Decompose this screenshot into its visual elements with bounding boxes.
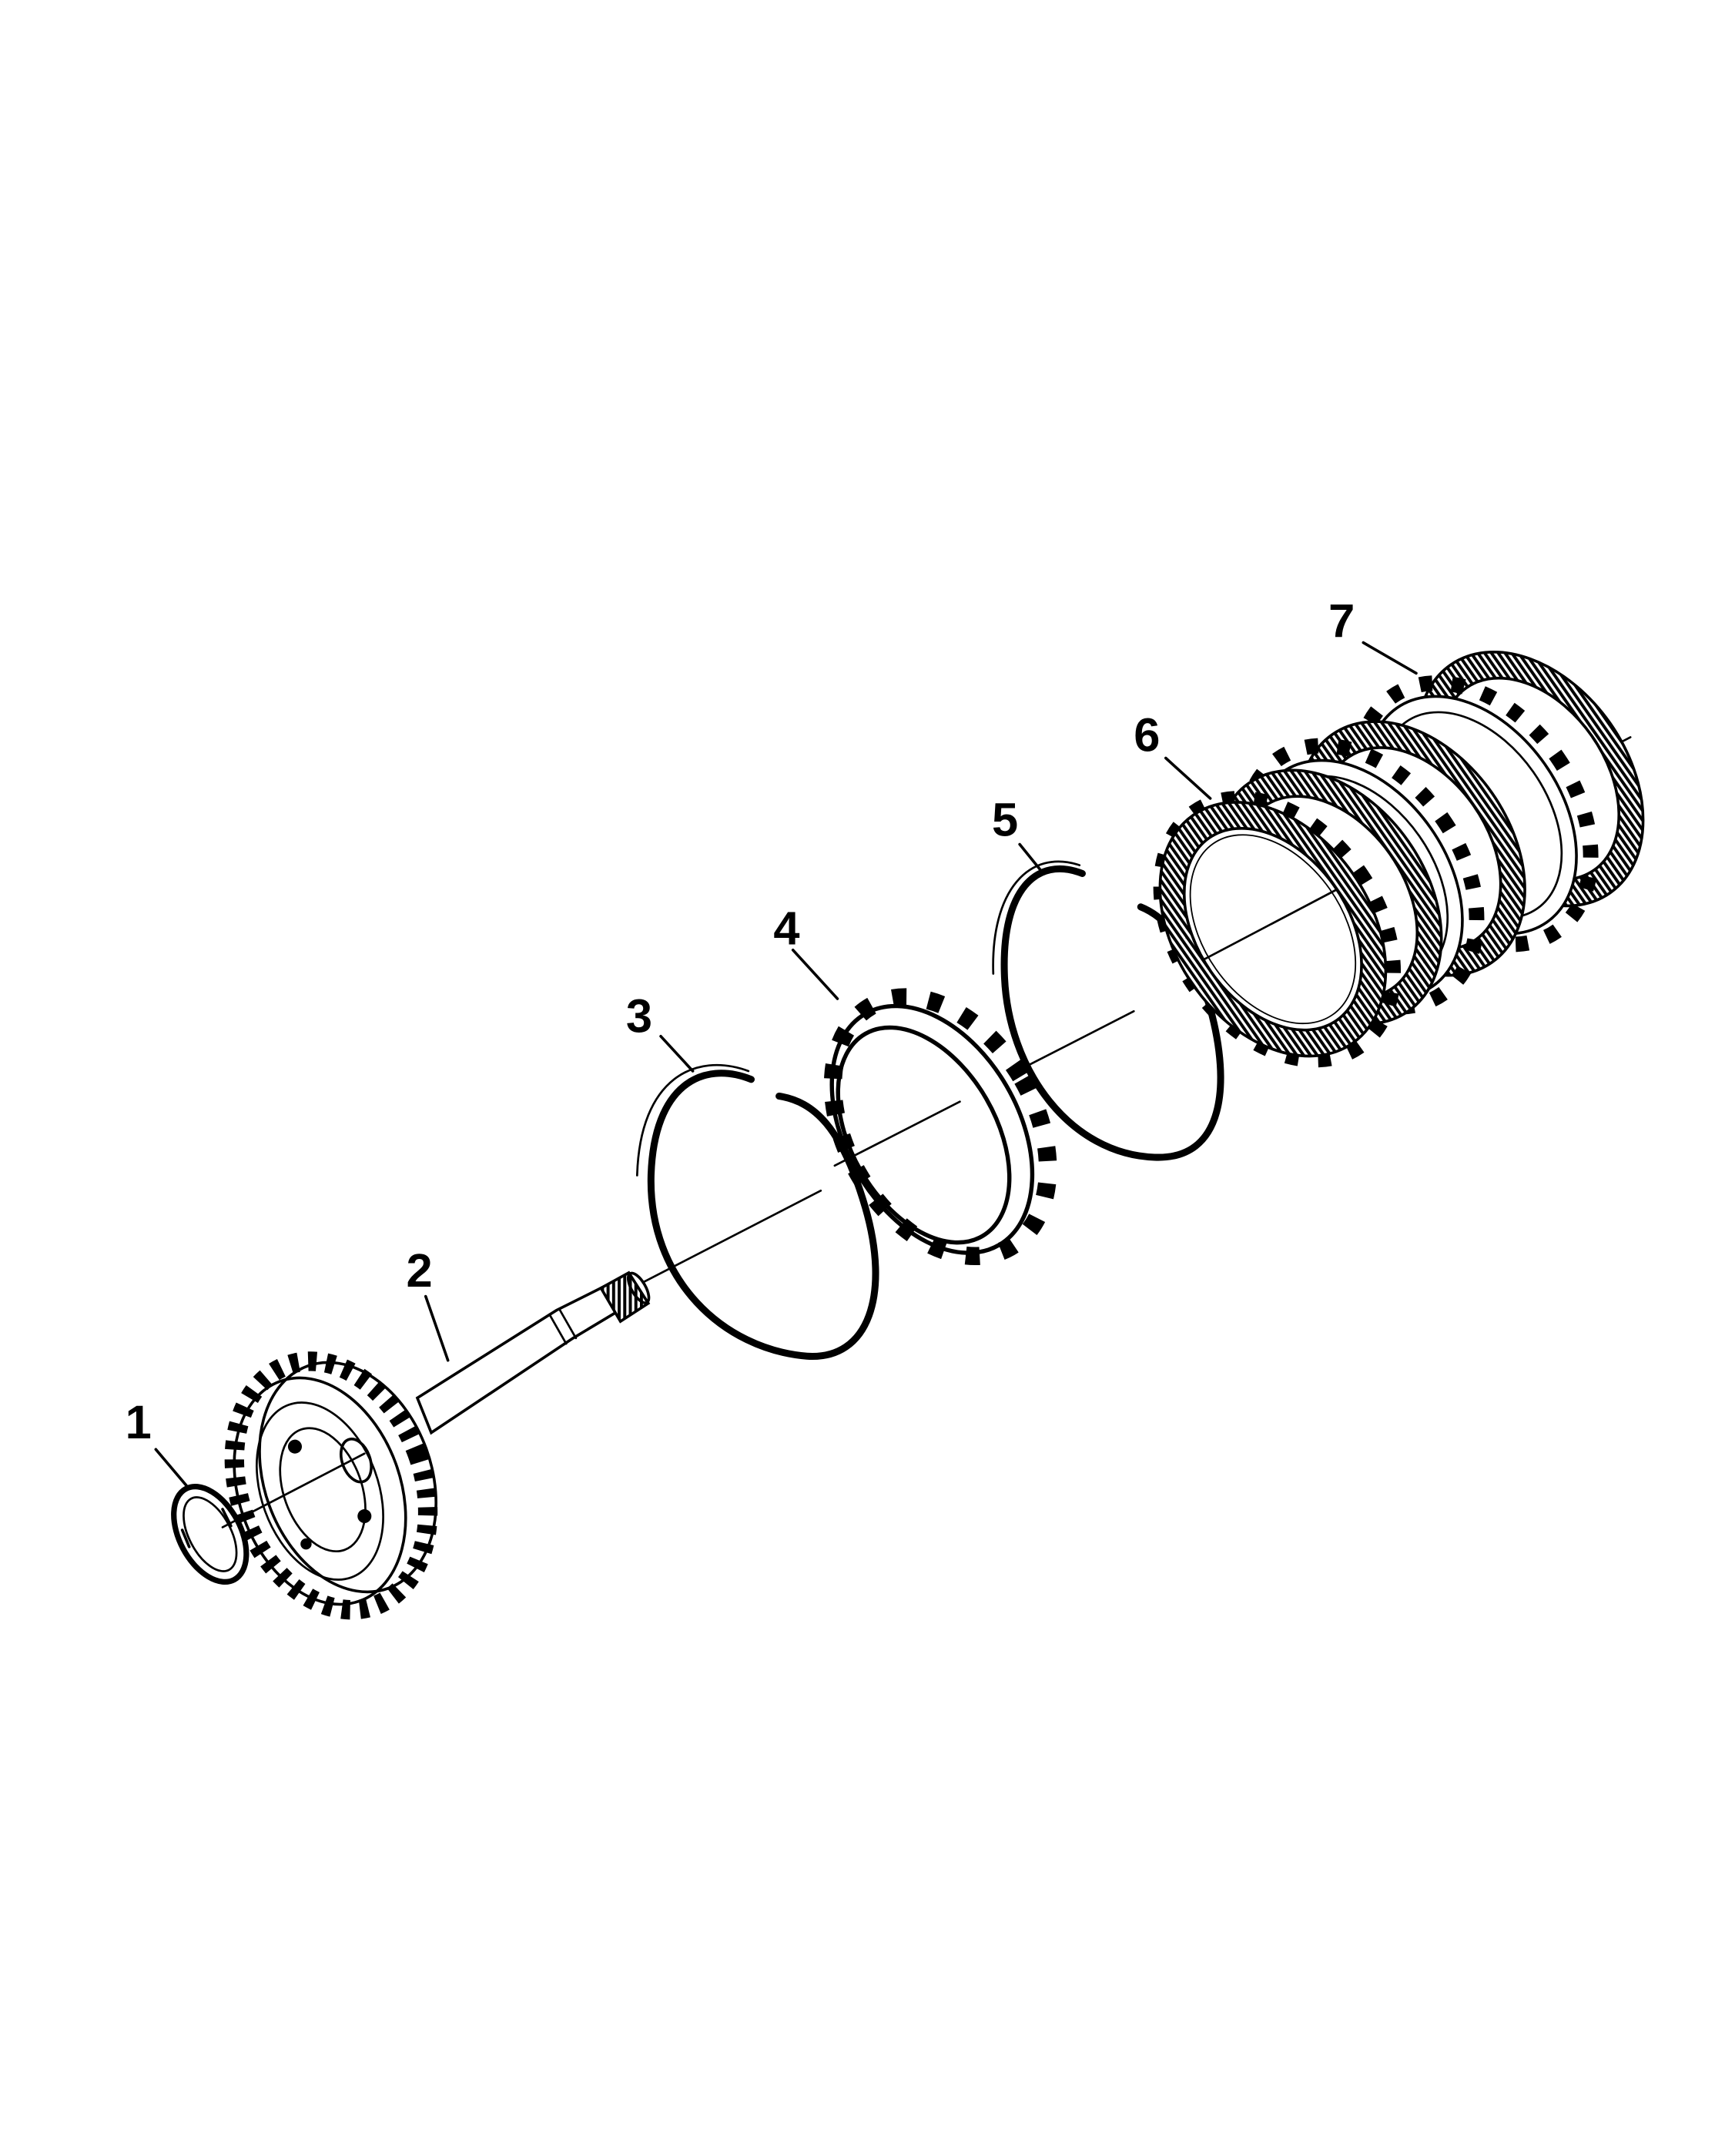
callout-2: 2 — [406, 1244, 432, 1297]
shaft-spline — [598, 1270, 651, 1324]
callout-4: 4 — [773, 902, 799, 956]
part-3-snap-ring — [636, 1063, 879, 1360]
callout-3: 3 — [626, 989, 652, 1043]
callout-1: 1 — [126, 1396, 152, 1449]
part-4-pressure-plate — [823, 988, 1057, 1266]
callout-7: 7 — [1328, 594, 1355, 648]
part-6-7-clutch-pack — [1153, 651, 1645, 1068]
callout-6: 6 — [1134, 708, 1160, 762]
callout-labels: 1 2 3 4 5 6 7 — [126, 594, 1355, 1449]
leader-lines — [154, 641, 1418, 1488]
part-2-shaft-hub-assembly — [224, 1270, 651, 1620]
callout-5: 5 — [992, 794, 1018, 847]
